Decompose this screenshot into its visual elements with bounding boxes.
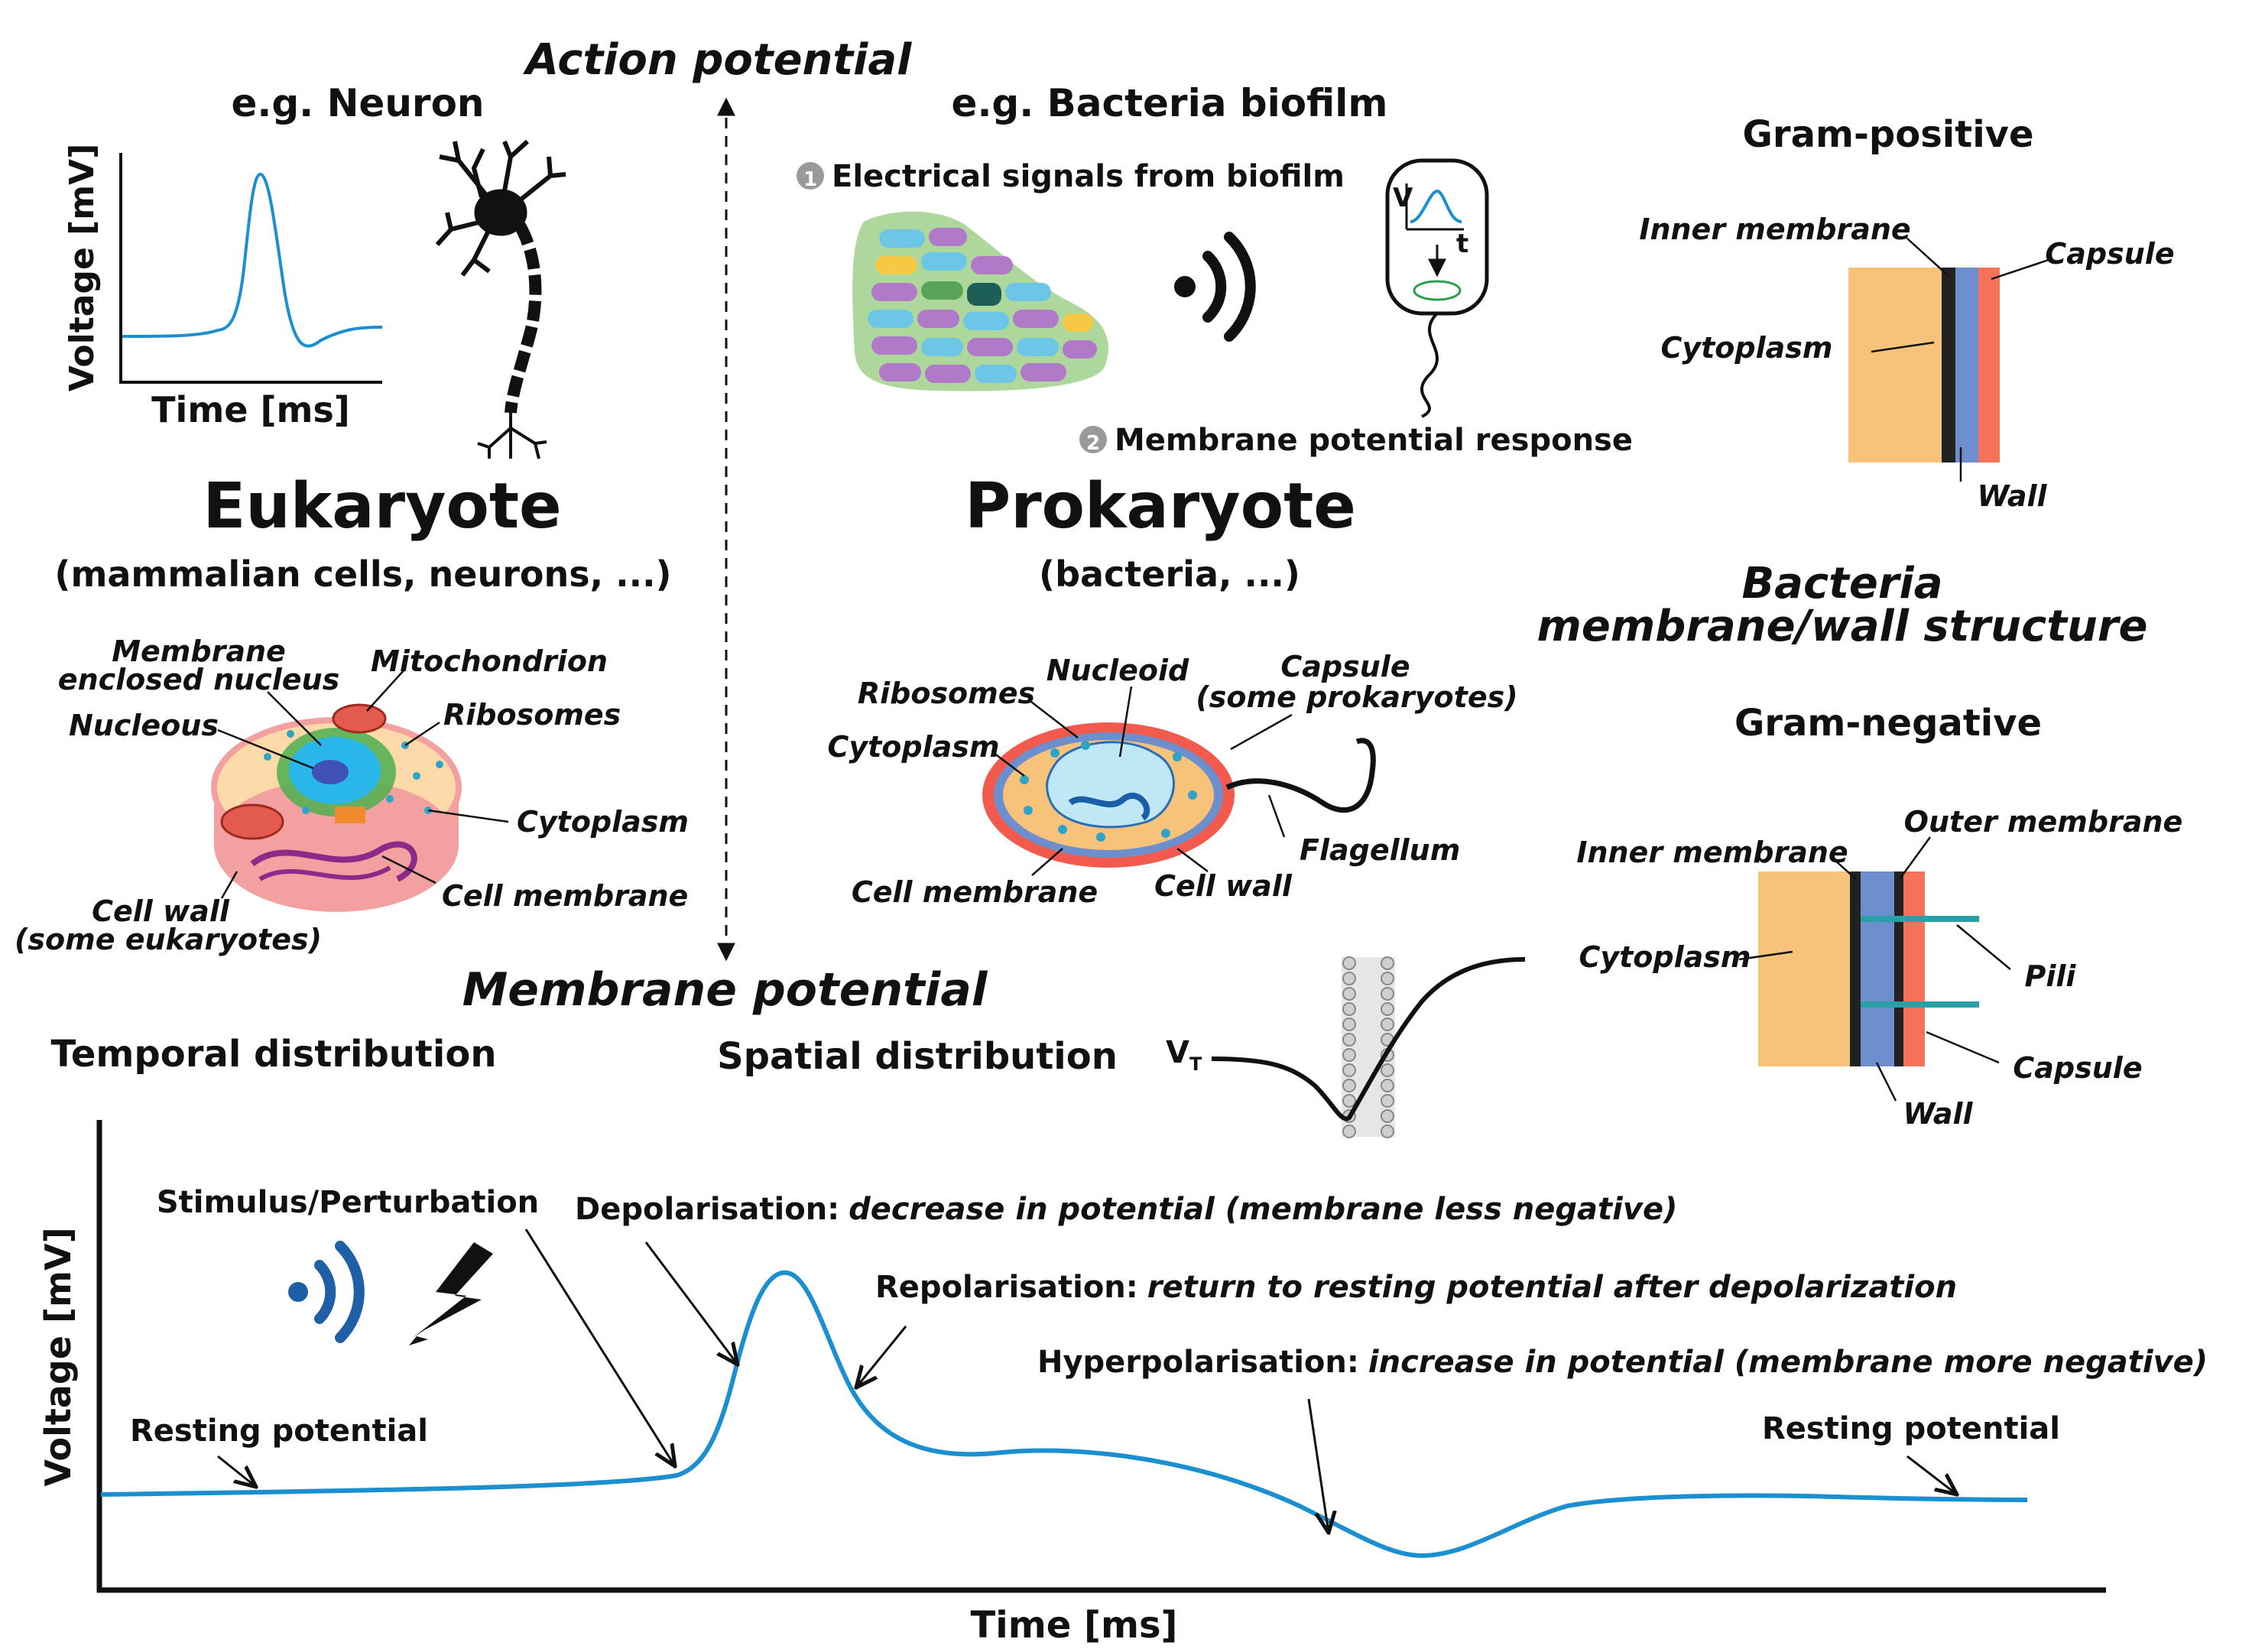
eukaryote-cell-wall-label-2: (some eukaryotes) xyxy=(15,923,322,956)
step1-number: 1 xyxy=(803,168,817,191)
gp-inner-membrane-label: Inner membrane xyxy=(1639,213,1910,246)
biofilm-step2: 2 Membrane potential response xyxy=(1079,423,1633,458)
stimulus-arrow xyxy=(524,1228,675,1466)
biofilm-example-label: e.g. Bacteria biofilm xyxy=(952,81,1388,125)
eukaryote-cytoplasm-label: Cytoplasm xyxy=(517,805,689,839)
spatial-distribution-title: Spatial distribution xyxy=(717,1035,1118,1078)
repolarisation-label: Repolarisation: return to resting potenti… xyxy=(875,1270,1957,1305)
temporal-distribution-title: Temporal distribution xyxy=(50,1033,496,1076)
hyperpolarisation-label: Hyperpolarisation: increase in potential … xyxy=(1037,1345,2208,1380)
resting-potential-right-label: Resting potential xyxy=(1762,1411,2060,1446)
lightning-icon xyxy=(409,1242,493,1345)
eukaryote-labels xyxy=(217,668,509,899)
eukaryote-subtitle: (mammalian cells, neurons, ...) xyxy=(54,553,671,595)
mitochondrion-label: Mitochondrion xyxy=(371,644,608,678)
neuron-example-label: e.g. Neuron xyxy=(231,81,484,125)
biofilm-illustration xyxy=(852,211,1108,391)
hyperpolarisation-italic: increase in potential (membrane more neg… xyxy=(1368,1345,2208,1380)
spatial-v-sub: T xyxy=(1189,1053,1202,1075)
hyperpolarisation-arrow xyxy=(1307,1398,1329,1533)
step1-label: Electrical signals from biofilm xyxy=(832,159,1345,194)
resting-right-arrow xyxy=(1906,1455,1957,1495)
step2-label: Membrane potential response xyxy=(1115,423,1633,458)
repolarisation-arrow xyxy=(856,1326,907,1387)
depolarisation-arrow xyxy=(644,1241,738,1365)
stimulus-signal-icon xyxy=(288,1241,365,1343)
spatial-v-main: V xyxy=(1166,1035,1189,1070)
prokaryote-subtitle: (bacteria, ...) xyxy=(1039,553,1300,595)
eukaryote-ribosomes-label: Ribosomes xyxy=(443,698,621,732)
spatial-graphic: VT xyxy=(1166,956,1526,1138)
gram-negative-diagram xyxy=(1758,871,1979,1066)
small-chart-trace xyxy=(122,173,383,348)
gn-capsule-label: Capsule xyxy=(2013,1051,2142,1085)
prokaryote-cell-wall-label: Cell wall xyxy=(1154,869,1293,903)
gram-positive-leaders xyxy=(1871,238,2049,482)
gram-negative-title: Gram-negative xyxy=(1734,702,2042,745)
prokaryote-ribosomes-label: Ribosomes xyxy=(858,677,1035,710)
membrane-nucleus-label-1: Membrane xyxy=(112,635,286,668)
action-potential-title: Action potential xyxy=(523,35,913,85)
lipid-bilayer xyxy=(1342,956,1395,1138)
eukaryote-cell-membrane-label: Cell membrane xyxy=(442,879,688,913)
gn-outer-membrane-label: Outer membrane xyxy=(1904,805,2183,839)
depolarisation-label: Depolarisation: decrease in potential (me… xyxy=(575,1192,1677,1227)
small-chart-xlabel: Time [ms] xyxy=(151,389,350,430)
prokaryote-title: Prokaryote xyxy=(965,470,1356,543)
signal-icon xyxy=(1174,232,1256,342)
prokaryote-cell xyxy=(982,722,1376,868)
main-chart-xlabel: Time [ms] xyxy=(971,1604,1178,1647)
gp-capsule-label: Capsule xyxy=(2045,237,2174,271)
bacteria-structure-title-2: membrane/wall structure xyxy=(1537,602,2148,651)
nucleous-label: Nucleous xyxy=(69,709,219,742)
repolarisation-italic: return to resting potential after depola… xyxy=(1147,1270,1957,1305)
gp-cytoplasm-label: Cytoplasm xyxy=(1660,331,1832,365)
prokaryote-labels xyxy=(993,686,1293,876)
biofilm-step1: 1 Electrical signals from biofilm xyxy=(797,159,1345,194)
small-ap-chart: Voltage [mV] Time [ms] xyxy=(63,144,383,430)
bacteria-structure-title-1: Bacteria xyxy=(1741,559,1942,609)
bacterium-inset: V t xyxy=(1385,158,1489,418)
gn-inner-membrane-label: Inner membrane xyxy=(1576,836,1848,869)
main-chart-ylabel: Voltage [mV] xyxy=(37,1227,79,1486)
resting-potential-left-label: Resting potential xyxy=(130,1413,428,1449)
gn-wall-label: Wall xyxy=(1903,1097,1973,1131)
membrane-potential-title: Membrane potential xyxy=(462,963,988,1017)
flagellum-label: Flagellum xyxy=(1300,833,1460,867)
stimulus-label: Stimulus/Perturbation xyxy=(157,1185,539,1220)
gram-positive-diagram xyxy=(1848,268,2000,462)
small-chart-ylabel: Voltage [mV] xyxy=(63,144,102,391)
prokaryote-capsule-label-1: Capsule xyxy=(1280,650,1410,683)
eukaryote-cell-wall-label-1: Cell wall xyxy=(92,894,230,928)
prokaryote-cell-membrane-label: Cell membrane xyxy=(852,875,1098,909)
gn-cytoplasm-label: Cytoplasm xyxy=(1579,940,1751,974)
main-chart: Voltage [mV] Time [ms] Stimulus/Perturba… xyxy=(37,1120,2208,1647)
eukaryote-title: Eukaryote xyxy=(203,470,561,543)
depolarisation-italic: decrease in potential (membrane less neg… xyxy=(849,1192,1677,1227)
step2-number: 2 xyxy=(1086,432,1100,455)
gram-positive-title: Gram-positive xyxy=(1743,113,2034,156)
prokaryote-capsule-label-2: (some prokaryotes) xyxy=(1196,680,1517,714)
eukaryote-cell xyxy=(211,703,462,912)
prokaryote-cytoplasm-label: Cytoplasm xyxy=(827,730,999,764)
gp-wall-label: Wall xyxy=(1977,479,2047,513)
repolarisation-bold: Repolarisation: xyxy=(875,1270,1138,1305)
inset-t-label: t xyxy=(1456,229,1468,259)
spatial-v-label: VT xyxy=(1166,1035,1202,1075)
gram-negative-leaders xyxy=(1738,836,2011,1102)
main-chart-trace xyxy=(100,1270,2028,1559)
membrane-nucleus-label-2: enclosed nucleus xyxy=(58,663,339,696)
nucleoid-label: Nucleoid xyxy=(1046,654,1189,687)
depolarisation-bold: Depolarisation: xyxy=(575,1192,839,1227)
resting-left-arrow xyxy=(217,1455,256,1487)
inset-v-label: V xyxy=(1393,183,1413,213)
hyperpolarisation-bold: Hyperpolarisation: xyxy=(1037,1345,1359,1380)
spatial-curve xyxy=(1211,957,1526,1121)
neuron-icon xyxy=(435,139,566,459)
gn-pili-label: Pili xyxy=(2025,959,2077,993)
